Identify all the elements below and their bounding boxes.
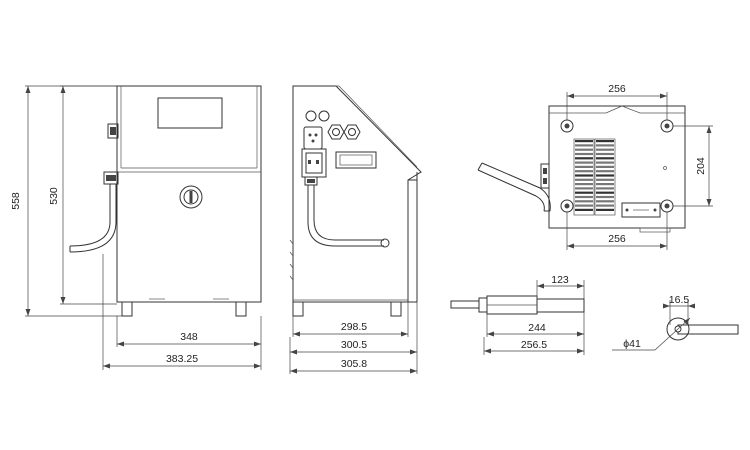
dimension-256-5: 256.5: [484, 337, 584, 355]
vent-grille: [574, 139, 615, 215]
mounting-hole-icon: [561, 200, 573, 212]
vent-slot: [596, 153, 614, 155]
dimension-256-top: 256: [567, 83, 667, 120]
vent-slot: [596, 196, 614, 198]
top-view: [478, 106, 685, 232]
display-window: [158, 98, 222, 128]
vent-slot: [575, 140, 593, 142]
dimension-16-5: 16.5: [663, 294, 695, 325]
vent-slot: [575, 170, 593, 172]
vent-slot: [596, 162, 614, 164]
dimension-244: 244: [487, 312, 584, 337]
dim-300-label: 300.5: [341, 339, 367, 351]
mounting-hole-icon: [561, 120, 573, 132]
vent-slot: [575, 179, 593, 181]
vent-slot: [575, 183, 593, 185]
vent-slot: [575, 196, 593, 198]
vent-slot: [575, 209, 593, 211]
dim-204-label: 204: [695, 157, 707, 175]
vent-slot: [596, 209, 614, 211]
vent-slot: [596, 192, 614, 194]
mounting-hole-icon: [661, 200, 673, 212]
dim-256-5-label: 256.5: [521, 339, 547, 351]
nut-icon: [328, 125, 344, 139]
top-body: [549, 106, 685, 228]
dimension-204: 204: [673, 126, 713, 206]
vent-slot: [596, 183, 614, 185]
vent-slot: [575, 153, 593, 155]
vent-slot: [575, 187, 593, 189]
mounting-hole-icon: [661, 120, 673, 132]
nut-icon: [344, 125, 360, 139]
dim-298-label: 298.5: [341, 321, 367, 333]
vent-slot: [575, 157, 593, 159]
dimension-383: 383.25: [103, 254, 261, 370]
connector-icon: [302, 127, 326, 185]
vent-slot: [596, 166, 614, 168]
vent-slot: [596, 170, 614, 172]
vent-slot: [575, 162, 593, 164]
dim-256-bottom-label: 256: [608, 233, 626, 245]
dim-123-label: 123: [551, 274, 569, 286]
dimension-256-bottom: 256: [567, 212, 667, 250]
dimension-305: 305.8: [290, 355, 417, 374]
dim-558-label: 558: [10, 192, 22, 210]
dim-244-label: 244: [528, 322, 546, 334]
vent-slot: [575, 205, 593, 207]
dim-383-label: 383.25: [166, 353, 198, 365]
vent-slot: [596, 157, 614, 159]
vent-slot: [596, 149, 614, 151]
vent-slot: [596, 179, 614, 181]
vent-slot: [575, 192, 593, 194]
side-view: [290, 86, 421, 316]
dimension-530: 530: [48, 86, 117, 304]
knob-icon: [180, 186, 202, 208]
vent-slot: [596, 187, 614, 189]
dim-phi41-label: ϕ41: [623, 338, 641, 350]
dimension-123: 123: [537, 274, 584, 299]
vent-slot: [596, 144, 614, 146]
vent-slot: [596, 205, 614, 207]
vent-slot: [575, 149, 593, 151]
vent-slot: [575, 200, 593, 202]
vent-slot: [575, 166, 593, 168]
vent-slot: [575, 144, 593, 146]
dimension-348: 348: [117, 316, 261, 347]
dim-16-5-label: 16.5: [669, 294, 690, 306]
connector-icon: [104, 124, 118, 184]
side-body: [293, 86, 421, 302]
vent-slot: [596, 140, 614, 142]
front-body: [117, 86, 261, 302]
vent-slot: [596, 174, 614, 176]
dimension-558: 558: [10, 86, 122, 316]
dim-256-top-label: 256: [608, 83, 626, 95]
dim-305-label: 305.8: [341, 358, 367, 370]
front-view: [70, 86, 261, 316]
dim-348-label: 348: [180, 331, 198, 343]
dim-530-label: 530: [48, 187, 60, 205]
vent-slot: [575, 174, 593, 176]
print-gun-side: [451, 296, 584, 314]
vent-slot: [596, 200, 614, 202]
